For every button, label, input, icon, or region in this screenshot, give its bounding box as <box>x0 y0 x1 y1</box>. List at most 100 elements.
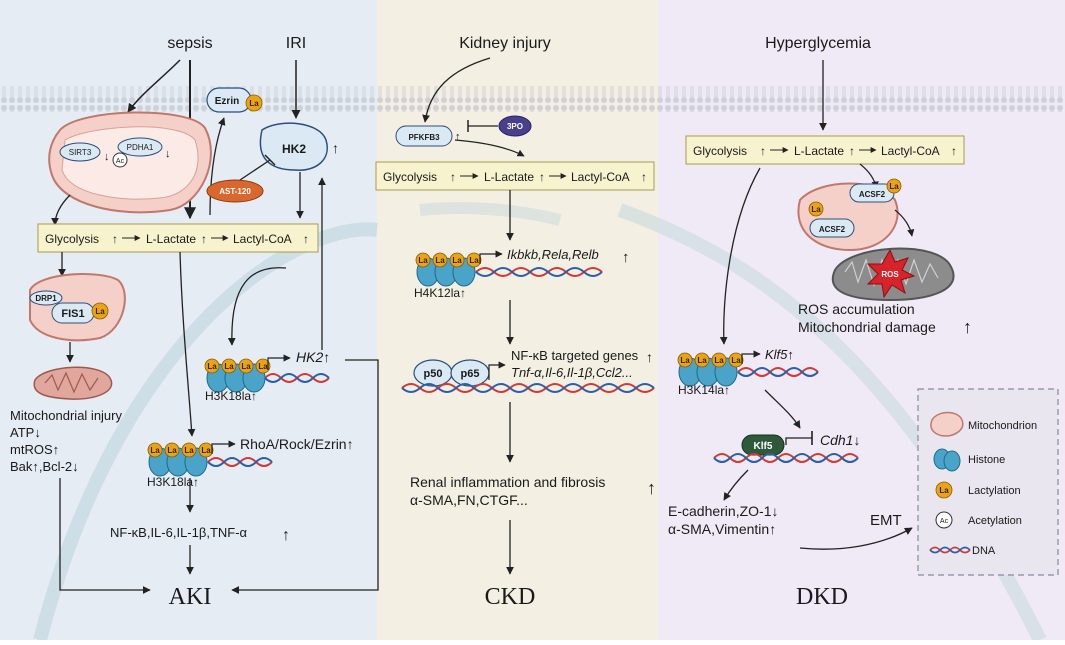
svg-text:La: La <box>184 446 194 455</box>
fibrosis-up-arrow: ↑ <box>647 478 656 498</box>
arrow-lactyl-h3k18-hk2 <box>227 267 287 346</box>
svg-text:La: La <box>201 446 211 455</box>
svg-text:La: La <box>714 356 724 365</box>
cytokines-text: NF-κB,IL-6,IL-1β,TNF-α <box>110 525 248 540</box>
mark-h3k18la-hk2: H3K18la↑ <box>205 389 257 403</box>
svg-text:La: La <box>241 362 251 371</box>
mark-h4k12la: H4K12la↑ <box>414 286 466 300</box>
sirt3-protein: SIRT3 <box>59 142 101 162</box>
dna-icon <box>929 546 971 554</box>
svg-text:L-Lactate: L-Lactate <box>794 144 844 158</box>
arrow-lactate-h3k18-rho <box>179 251 196 437</box>
mito-injury-line-3: mtROS↑ <box>10 442 59 457</box>
svg-text:↑: ↑ <box>641 170 647 184</box>
svg-text:↑: ↑ <box>201 232 207 246</box>
svg-text:3PO: 3PO <box>507 122 523 131</box>
svg-text:La: La <box>249 99 259 108</box>
dkd-glycolysis-box: Glycolysis ↑ L-Lactate ↑ Lactyl-CoA ↑ <box>685 135 965 165</box>
dna-cdh1 <box>713 453 859 463</box>
svg-text:La: La <box>680 356 690 365</box>
arrow-lactyl-h3k14 <box>719 167 761 345</box>
svg-text:HK2: HK2 <box>282 142 306 156</box>
outcome-ckd: CKD <box>485 584 536 610</box>
klf5-protein: Klf5 <box>741 434 785 456</box>
nfkb-up-arrow: ↑ <box>646 349 653 365</box>
svg-text:Lactyl-CoA: Lactyl-CoA <box>571 170 630 184</box>
aki-glycolysis-box: Glycolysis ↑ L-Lactate ↑ Lactyl-CoA ↑ <box>37 223 319 253</box>
mito-injury-line-4: Bak↑,Bcl-2↓ <box>10 459 79 474</box>
p50-protein: p50 <box>413 359 453 387</box>
svg-text:ACSF2: ACSF2 <box>859 190 886 199</box>
svg-text:SIRT3: SIRT3 <box>69 148 92 157</box>
svg-text:Lactyl-CoA: Lactyl-CoA <box>233 232 292 246</box>
svg-text:La: La <box>811 205 821 214</box>
svg-text:La: La <box>731 356 741 365</box>
sirt3-down-arrow: ↓ <box>104 151 110 163</box>
svg-text:L-Lactate: L-Lactate <box>484 170 534 184</box>
legend: Mitochondrion Histone La Lactylation Ac … <box>917 388 1059 576</box>
gene-klf5: Klf5↑ <box>765 347 794 362</box>
mitochondrion-ros: ROS <box>832 247 955 302</box>
mitochondrion-icon <box>930 411 964 437</box>
legend-label-dna: DNA <box>972 545 996 557</box>
aki-input-sepsis: sepsis <box>167 35 212 52</box>
dna-hk2 <box>264 373 330 383</box>
svg-text:La: La <box>150 446 160 455</box>
fibrosis-line-2: α-SMA,FN,CTGF... <box>410 492 528 508</box>
drp1-protein: DRP1 <box>29 290 63 306</box>
histone-cluster-hk2: La La La La <box>204 358 271 393</box>
svg-text:PFKFB3: PFKFB3 <box>408 133 440 142</box>
svg-text:La: La <box>889 182 899 191</box>
nfkb-gene-list: Tnf-α,Il-6,Il-1β,Ccl2... <box>511 365 633 380</box>
genes1-up-arrow: ↑ <box>622 249 630 266</box>
emt-line-2: α-SMA,Vimentin↑ <box>668 521 776 537</box>
arrow-sepsis-mito <box>127 59 181 113</box>
fibrosis-line-1: Renal inflammation and fibrosis <box>410 474 605 490</box>
mitochondrion-sirt3 <box>48 111 212 214</box>
svg-text:ROS: ROS <box>881 270 899 279</box>
gene-rhoa-rock-ezrin: RhoA/Rock/Ezrin↑ <box>240 436 354 452</box>
ezrin-protein: Ezrin La <box>206 87 263 113</box>
emt-label: EMT <box>870 512 902 529</box>
mito-injury-line-2: ATP↓ <box>10 425 41 440</box>
arrow-mito-glycolysis <box>51 194 71 226</box>
aki-input-iri: IRI <box>286 35 306 52</box>
svg-text:↑: ↑ <box>450 170 456 184</box>
acsf2-protein-outer: ACSF2 La <box>849 178 902 203</box>
histone-icon <box>933 448 961 472</box>
pdha1-protein: PDHA1 <box>117 137 163 157</box>
legend-label-histone: Histone <box>968 454 1005 466</box>
pfkfb3-up-arrow: ↑ <box>455 131 461 143</box>
inhibition-ast120-hk2 <box>239 159 271 181</box>
dna-rho <box>207 457 273 467</box>
svg-text:Glycolysis: Glycolysis <box>45 232 99 246</box>
svg-text:FIS1: FIS1 <box>61 308 84 320</box>
svg-text:p50: p50 <box>424 368 443 380</box>
svg-text:↑: ↑ <box>760 144 766 158</box>
svg-text:Ac: Ac <box>940 518 949 525</box>
ros-line-1: ROS accumulation <box>798 301 915 317</box>
svg-text:La: La <box>207 362 217 371</box>
svg-text:↑: ↑ <box>849 144 855 158</box>
ckd-input: Kidney injury <box>459 35 551 52</box>
mito-injury-line-1: Mitochondrial injury <box>10 408 122 423</box>
acetylation-mark: Ac <box>112 152 128 168</box>
histone-cluster-h4k12: La La La La <box>415 252 482 287</box>
svg-text:Glycolysis: Glycolysis <box>383 170 437 184</box>
svg-text:↑: ↑ <box>303 232 309 246</box>
arrow-injury-aki <box>59 478 151 594</box>
nfkb-targeted-genes: NF-κB targeted genes <box>511 348 639 363</box>
nucleus-envelope-aki <box>33 222 378 642</box>
svg-text:La: La <box>452 256 462 265</box>
fis1-protein: FIS1 La <box>51 302 109 324</box>
cell-membrane <box>0 86 1065 112</box>
dkd-input: Hyperglycemia <box>765 35 871 52</box>
svg-text:↑: ↑ <box>951 144 957 158</box>
acsf2-protein-inner: La ACSF2 <box>808 201 855 238</box>
nucleus-envelope-ckd <box>419 202 562 226</box>
ast120-drug: AST-120 <box>206 179 264 203</box>
svg-text:ACSF2: ACSF2 <box>819 225 846 234</box>
mark-h3k18la-rho: H3K18la↑ <box>147 475 199 489</box>
histone-cluster-rho: La La La La <box>147 442 214 477</box>
svg-text:La: La <box>167 446 177 455</box>
